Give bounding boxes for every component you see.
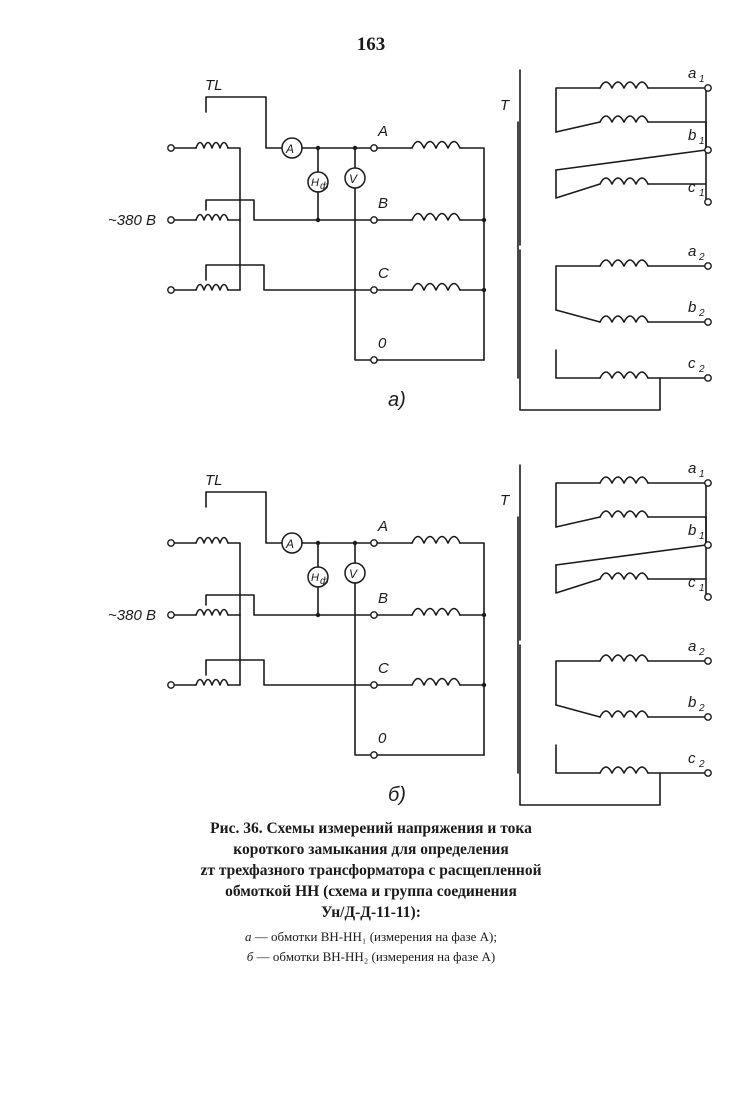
regulator-winding-c	[195, 678, 229, 686]
wattmeter-subscript: ф	[320, 180, 329, 192]
svg-text:1: 1	[699, 469, 705, 480]
caption-line: zт трехфазного трансформатора с расщепле…	[200, 862, 542, 879]
lv-label-1-1: b	[688, 127, 696, 144]
legend-item-b: б — обмотки ВН-НН₂ (измерения на фазе А)	[246, 949, 496, 964]
wattmeter-label: H	[311, 572, 319, 584]
svg-text:1: 1	[699, 136, 705, 147]
svg-text:2: 2	[698, 759, 705, 770]
terminal-label-c: C	[378, 660, 389, 677]
terminal-label-0: 0	[378, 730, 387, 747]
lv-label-2-1: b	[688, 694, 696, 711]
regulator-winding-b	[195, 213, 229, 221]
svg-text:2: 2	[698, 647, 705, 658]
supply-label: ~380 B	[108, 607, 156, 624]
figure-caption: Рис. 36. Схемы измерений напряжения и то…	[150, 818, 592, 967]
supply-terminal	[167, 539, 175, 547]
hv-winding-c	[411, 677, 461, 686]
caption-line: Рис. 36. Схемы измерений напряжения и то…	[210, 820, 532, 837]
hv-winding-a	[411, 535, 461, 544]
supply-terminal	[167, 144, 175, 152]
hv-winding-c	[411, 282, 461, 291]
legend-item-a: а — обмотки ВН-НН₁ (измерения на фазе А)…	[245, 929, 497, 944]
supply-terminal	[167, 681, 175, 689]
hv-winding-b	[411, 607, 461, 616]
supply-terminal	[167, 286, 175, 294]
hv-winding-b	[411, 212, 461, 221]
voltmeter-label: V	[349, 567, 358, 581]
terminal-label-c: C	[378, 265, 389, 282]
ammeter-label: A	[285, 537, 294, 551]
regulator-winding-a	[195, 141, 229, 149]
lv-delta-group-2	[519, 69, 707, 411]
supply-terminal	[167, 216, 175, 224]
svg-text:2: 2	[698, 703, 705, 714]
svg-text:1: 1	[699, 531, 705, 542]
lv-label-2-2: c	[688, 750, 696, 767]
terminal-label-a: A	[377, 123, 388, 140]
supply-terminal	[167, 611, 175, 619]
lv-delta-group-2	[519, 464, 707, 806]
phase-b-wire	[205, 199, 371, 221]
hv-winding-a	[411, 140, 461, 149]
phase-b-wire	[205, 594, 371, 616]
subfigure-label: б)	[388, 784, 406, 806]
page-number: 163	[356, 34, 386, 55]
lv-terminals: a 1 b 1 c 1 a 2 b 2 c 2	[688, 65, 712, 382]
neutral-wire	[354, 582, 371, 756]
phase-c-wire	[205, 659, 371, 686]
supply-label: ~380 B	[108, 212, 156, 229]
caption-line: Ун/Д-Д-11-11):	[321, 904, 421, 921]
svg-text:1: 1	[699, 74, 705, 85]
transformer-label: T	[500, 97, 511, 114]
svg-text:1: 1	[699, 188, 705, 199]
svg-text:2: 2	[698, 364, 705, 375]
terminal-label-0: 0	[378, 335, 387, 352]
caption-line: обмоткой НН (схема и группа соединения	[225, 883, 517, 900]
phase-c-wire	[205, 264, 371, 291]
lv-delta-group-1	[555, 81, 707, 201]
regulator-label: TL	[205, 77, 223, 94]
circuit-diagram: TL ~380 B A H ф V	[108, 460, 712, 806]
terminal-label-b: B	[378, 590, 388, 607]
svg-text:1: 1	[699, 583, 705, 594]
caption-legend: а — обмотки ВН-НН₁ (измерения на фазе А)…	[150, 927, 592, 967]
svg-text:2: 2	[698, 252, 705, 263]
lv-terminals: a 1 b 1 c 1 a 2 b 2 c 2	[688, 460, 712, 777]
lv-label-1-2: c	[688, 574, 696, 591]
wattmeter-label: H	[311, 177, 319, 189]
regulator-winding-c	[195, 283, 229, 291]
subfigure-label: а)	[388, 389, 406, 411]
regulator-winding-b	[195, 608, 229, 616]
diagram-a: TL ~380 B A H ф V	[0, 60, 742, 430]
terminal-label-b: B	[378, 195, 388, 212]
lv-delta-group-1	[555, 476, 707, 596]
terminal-label-a: A	[377, 518, 388, 535]
neutral-wire	[354, 187, 371, 361]
lv-label-2-0: a	[688, 638, 696, 655]
circuit-diagram: TL ~380 B A H ф V	[108, 65, 712, 411]
voltmeter-label: V	[349, 172, 358, 186]
regulator-output-wire	[205, 96, 283, 149]
wattmeter-subscript: ф	[320, 575, 329, 587]
caption-title: Рис. 36. Схемы измерений напряжения и то…	[150, 818, 592, 923]
regulator-label: TL	[205, 472, 223, 489]
lv-label-1-2: c	[688, 179, 696, 196]
lv-label-1-1: b	[688, 522, 696, 539]
transformer-label: T	[500, 492, 511, 509]
lv-label-2-1: b	[688, 299, 696, 316]
lv-label-1-0: a	[688, 460, 696, 477]
caption-line: короткого замыкания для определения	[233, 841, 509, 858]
lv-label-1-0: a	[688, 65, 696, 82]
regulator-winding-a	[195, 536, 229, 544]
regulator-output-wire	[205, 491, 283, 544]
svg-text:2: 2	[698, 308, 705, 319]
ammeter-label: A	[285, 142, 294, 156]
lv-label-2-0: a	[688, 243, 696, 260]
diagram-b: TL ~380 B A H ф V	[0, 455, 742, 825]
lv-label-2-2: c	[688, 355, 696, 372]
